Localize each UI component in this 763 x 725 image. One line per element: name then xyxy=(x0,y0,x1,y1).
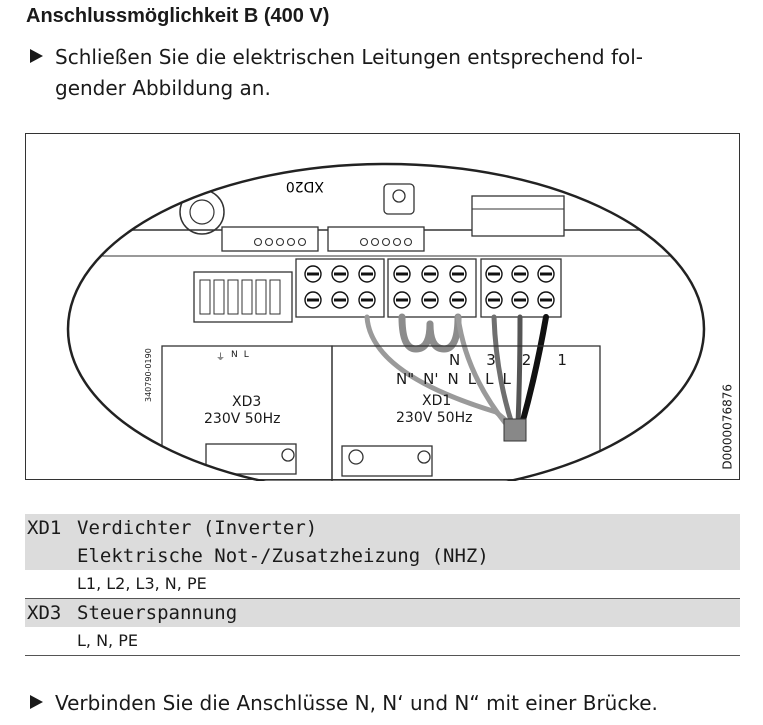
document-id: D0000076876 xyxy=(721,384,735,470)
strain-relief-clamp xyxy=(471,195,565,237)
legend-row-xd3: XD3 Steuerspannung xyxy=(25,599,740,627)
legend-row-xd1: XD1 Verdichter (Inverter) Elektrische No… xyxy=(25,514,740,570)
legend-table: XD1 Verdichter (Inverter) Elektrische No… xyxy=(25,514,740,656)
xd1-label: XD1 xyxy=(422,393,452,409)
xd1-spec: 230V 50Hz xyxy=(396,410,473,426)
xd3-spec: 230V 50Hz xyxy=(204,411,281,427)
bullet-triangle-icon xyxy=(30,695,43,709)
side-code: 340790-0190 xyxy=(144,348,153,402)
mounting-bracket xyxy=(383,183,415,215)
xd1-screw-terminals xyxy=(295,258,562,318)
legend-detail-xd3: L, N, PE xyxy=(25,627,740,656)
bullet-triangle-icon xyxy=(30,49,43,63)
instruction-2: Verbinden Sie die Anschlüsse N, N‘ und N… xyxy=(30,688,658,719)
instruction-1: Schließen Sie die elektrischen Leitungen… xyxy=(30,42,643,104)
legend-code: XD3 xyxy=(27,602,62,624)
wiring-diagram-figure: XD20 xyxy=(25,133,740,481)
instruction-1-line-2: gender Abbildung an. xyxy=(55,76,271,100)
legend-text: Steuerspannung xyxy=(77,602,238,624)
instruction-1-line-1: Schließen Sie die elektrischen Leitungen… xyxy=(55,45,644,69)
wiring-diagram: XD20 xyxy=(66,162,706,481)
section-heading: Anschlussmöglichkeit B (400 V) xyxy=(26,5,330,27)
board-label-xd20: XD20 xyxy=(286,178,324,194)
xd3-label: XD3 xyxy=(232,394,262,410)
legend-text: Verdichter (Inverter) xyxy=(77,517,318,539)
connection-wires xyxy=(364,313,549,442)
legend-code: XD1 xyxy=(27,517,62,539)
instruction-2-text: Verbinden Sie die Anschlüsse N, N‘ und N… xyxy=(55,691,658,715)
legend-text: Elektrische Not-/Zusatzheizung (NHZ) xyxy=(77,545,489,567)
magnifier-oval xyxy=(66,162,706,481)
potentiometer-icon xyxy=(179,189,225,235)
legend-detail-xd1: L1, L2, L3, N, PE xyxy=(25,570,740,599)
terminal-board-view: XD20 xyxy=(68,178,704,481)
